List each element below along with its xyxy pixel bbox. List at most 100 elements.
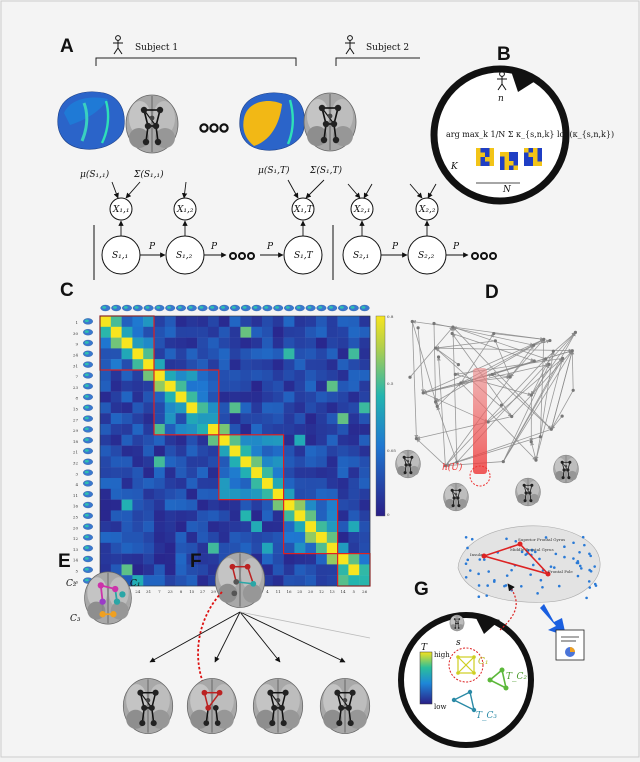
col-brain-icon <box>101 305 111 311</box>
heatmap-cell <box>316 424 327 435</box>
heatmap-cell <box>154 348 165 359</box>
heatmap-cell <box>305 467 316 478</box>
heatmap-cell <box>111 543 122 554</box>
region-dot <box>580 567 583 570</box>
svg-text:X₂,₁: X₂,₁ <box>353 205 370 215</box>
heatmap-cell <box>327 392 338 403</box>
heatmap-cell <box>208 413 219 424</box>
row-tick-label: 23 <box>73 385 79 390</box>
state-mean-brain-1 <box>58 92 125 149</box>
heatmap-cell <box>305 500 316 511</box>
heatmap-cell <box>348 543 359 554</box>
heatmap-cell <box>208 543 219 554</box>
heatmap-cell <box>230 424 241 435</box>
heatmap-cell <box>208 402 219 413</box>
heatmap-cell <box>327 489 338 500</box>
heatmap-cell <box>240 424 251 435</box>
kappa-cell <box>490 148 495 153</box>
heatmap-cell <box>186 381 197 392</box>
heatmap-cell <box>338 316 349 327</box>
heatmap-cell <box>262 543 273 554</box>
heatmap-cell <box>284 532 295 543</box>
heatmap-cell <box>176 446 187 457</box>
row-tick-label: 7 <box>75 374 78 379</box>
heatmap-cell <box>111 500 122 511</box>
graph-node <box>408 376 411 379</box>
heatmap-cell <box>154 413 165 424</box>
heatmap-cell <box>165 413 176 424</box>
col-brain-icon <box>230 305 240 311</box>
panel-a-label: A <box>60 36 74 57</box>
heatmap-cell <box>122 478 133 489</box>
heatmap-cell <box>273 564 284 575</box>
heatmap-cell <box>316 435 327 446</box>
svg-text:S₂,₂: S₂,₂ <box>418 251 435 261</box>
heatmap-cell <box>327 543 338 554</box>
heatmap-cell <box>273 316 284 327</box>
heatmap-cell <box>186 575 197 586</box>
heatmap-cell <box>100 456 111 467</box>
row-brain-icon <box>83 351 93 357</box>
heatmap-cell <box>219 489 230 500</box>
heatmap-cell <box>186 413 197 424</box>
heatmap-cell <box>186 316 197 327</box>
graph-edge <box>452 334 534 361</box>
heatmap-cell <box>197 338 208 349</box>
heatmap-cell <box>262 327 273 338</box>
heatmap-cell <box>294 348 305 359</box>
heatmap-cell <box>348 446 359 457</box>
heatmap-cell <box>186 348 197 359</box>
heatmap-cell <box>132 564 143 575</box>
col-tick-label: 14 <box>340 589 346 594</box>
heatmap-cell <box>305 327 316 338</box>
heatmap-cell <box>186 532 197 543</box>
heatmap-cell <box>100 500 111 511</box>
heatmap-cell <box>143 489 154 500</box>
heatmap-cell <box>165 370 176 381</box>
heatmap-cell <box>262 521 273 532</box>
heatmap-cell <box>154 402 165 413</box>
region-dot <box>503 585 506 588</box>
col-brain-icon <box>155 305 165 311</box>
region-dot <box>588 552 591 555</box>
col-tick-label: 15 <box>189 589 195 594</box>
heatmap-cell <box>240 521 251 532</box>
region-dot <box>585 597 588 600</box>
heatmap-cell <box>165 348 176 359</box>
heatmap-cell <box>132 543 143 554</box>
heatmap-cell <box>262 456 273 467</box>
col-brain-icon <box>349 305 359 311</box>
heatmap-cell <box>316 575 327 586</box>
kappa-cell <box>529 148 534 153</box>
heatmap-cell <box>154 575 165 586</box>
heatmap-cell <box>230 338 241 349</box>
heatmap-cell <box>294 467 305 478</box>
heatmap-cell <box>186 521 197 532</box>
svg-text:P: P <box>210 242 218 252</box>
heatmap-cell <box>338 435 349 446</box>
heatmap-cell <box>219 521 230 532</box>
row-tick-label: 9 <box>75 342 78 347</box>
graph-node <box>451 332 454 335</box>
heatmap-cell <box>284 392 295 403</box>
heatmap-cell <box>240 402 251 413</box>
kappa-cell <box>481 162 486 167</box>
region-dot <box>572 557 575 560</box>
heatmap-cell <box>176 575 187 586</box>
col-brain-icon <box>144 305 154 311</box>
heatmap-cell <box>284 359 295 370</box>
heatmap-cell <box>197 467 208 478</box>
heatmap-cell <box>316 500 327 511</box>
heatmap-cell <box>327 413 338 424</box>
heatmap-cell <box>122 564 133 575</box>
col-brain-icon <box>198 305 208 311</box>
heatmap-cell <box>186 510 197 521</box>
heatmap-cell <box>316 543 327 554</box>
heatmap-cell <box>154 521 165 532</box>
heatmap-cell <box>348 467 359 478</box>
heatmap-cell <box>132 532 143 543</box>
heatmap-cell <box>111 554 122 565</box>
heatmap-cell <box>284 381 295 392</box>
heatmap-cell <box>122 402 133 413</box>
heatmap-cell <box>186 338 197 349</box>
